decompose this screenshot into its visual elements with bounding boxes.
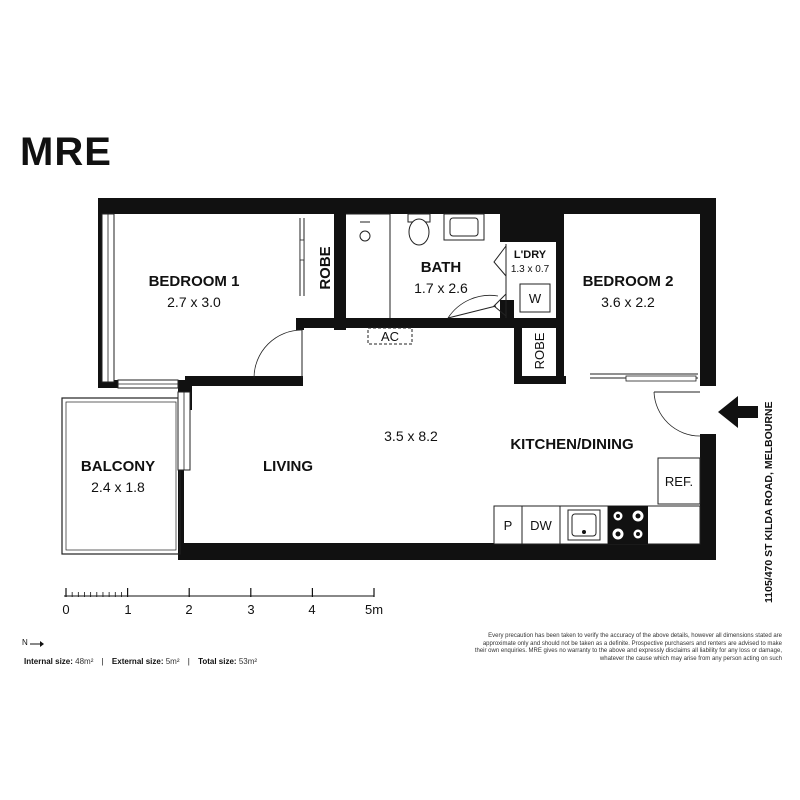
north-label: N [22,638,28,647]
external-size-label: External size: [111,657,164,666]
scale-bar: 0 1 2 3 4 5m [62,588,383,617]
scale-tick-label: 4 [308,602,315,617]
room-dims-laundry: 1.3 x 0.7 [511,264,550,275]
scale-tick-label: 5m [365,602,383,617]
scale-tick-label: 1 [124,602,131,617]
kitchen-fixtures [493,457,701,545]
windows [101,213,191,471]
room-name-living: LIVING [263,458,313,475]
size-separator: | [101,657,104,666]
robe1-doors [299,218,305,296]
laundry-fixtures [493,244,551,318]
scale-tick-label: 0 [62,602,69,617]
room-dims-bedroom2: 3.6 x 2.2 [601,294,655,310]
scale-tick-label: 3 [247,602,254,617]
room-dims-balcony: 2.4 x 1.8 [91,479,145,495]
fridge-label: REF. [665,474,693,489]
robe2-label: ROBE [532,332,547,369]
robe2-doors [590,373,698,382]
internal-size-label: Internal size: [24,657,73,666]
washer-icon [519,283,551,313]
doors [253,329,701,437]
room-name-balcony: BALCONY [81,458,155,475]
scale-tick-label: 2 [185,602,192,617]
size-summary: Internal size: 48m² | External size: 5m²… [24,657,257,666]
entry-arrow-icon [718,396,758,428]
total-size-value: 53m² [238,657,258,666]
total-size-label: Total size: [198,657,237,666]
address-label: 1105/470 ST KILDA ROAD, MELBOURNE [763,401,775,604]
dishwasher-label: DW [530,518,552,533]
robe1-label: ROBE [317,246,334,289]
brand-logo: MRE [20,130,112,174]
room-name-kitchen: KITCHEN/DINING [510,436,633,453]
room-name-bedroom2: BEDROOM 2 [583,273,674,290]
room-dims-bedroom1: 2.7 x 3.0 [167,294,221,310]
balcony-outline [61,397,181,555]
washer-label: W [529,291,542,306]
ac-label: AC [381,329,399,344]
external-size-value: 5m² [165,657,180,666]
pantry-label: P [504,518,513,533]
internal-size-value: 48m² [75,657,94,666]
north-arrow-icon [30,641,44,647]
bath-fixtures [346,213,499,319]
room-name-laundry: L'DRY [514,249,547,261]
room-name-bath: BATH [421,259,462,276]
room-name-bedroom1: BEDROOM 1 [149,273,240,290]
disclaimer-text: Every precaution has been taken to verif… [474,633,782,662]
size-separator: | [187,657,190,666]
room-dims-bath: 1.7 x 2.6 [414,280,468,296]
room-dims-living: 3.5 x 8.2 [384,428,438,444]
ac-unit [367,327,413,345]
